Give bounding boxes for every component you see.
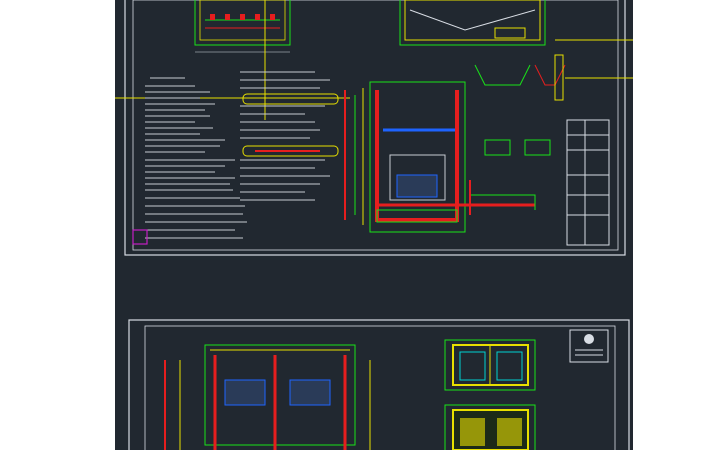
selection-highlight-1[interactable] [242, 93, 339, 105]
plan-detail-bottom-right [444, 404, 536, 450]
section-plan-detail [399, 0, 546, 46]
main-section-drawing [344, 81, 536, 233]
title-block-top [566, 119, 610, 246]
title-block-bottom [569, 329, 609, 363]
drawing-sheet-bottom [128, 319, 630, 450]
cad-drawing-canvas[interactable] [115, 0, 633, 450]
plan-view-detail [194, 0, 291, 53]
elevation-drawing [164, 344, 371, 450]
company-logo-icon [584, 334, 594, 344]
general-notes-block [145, 71, 330, 239]
selection-highlight-2[interactable] [242, 145, 339, 157]
selection-marker-icon[interactable] [132, 229, 148, 245]
drawing-sheet-top [115, 0, 633, 256]
plan-detail-top-right [444, 339, 536, 391]
pipe-detail [474, 54, 566, 156]
cad-viewport[interactable] [115, 0, 633, 450]
